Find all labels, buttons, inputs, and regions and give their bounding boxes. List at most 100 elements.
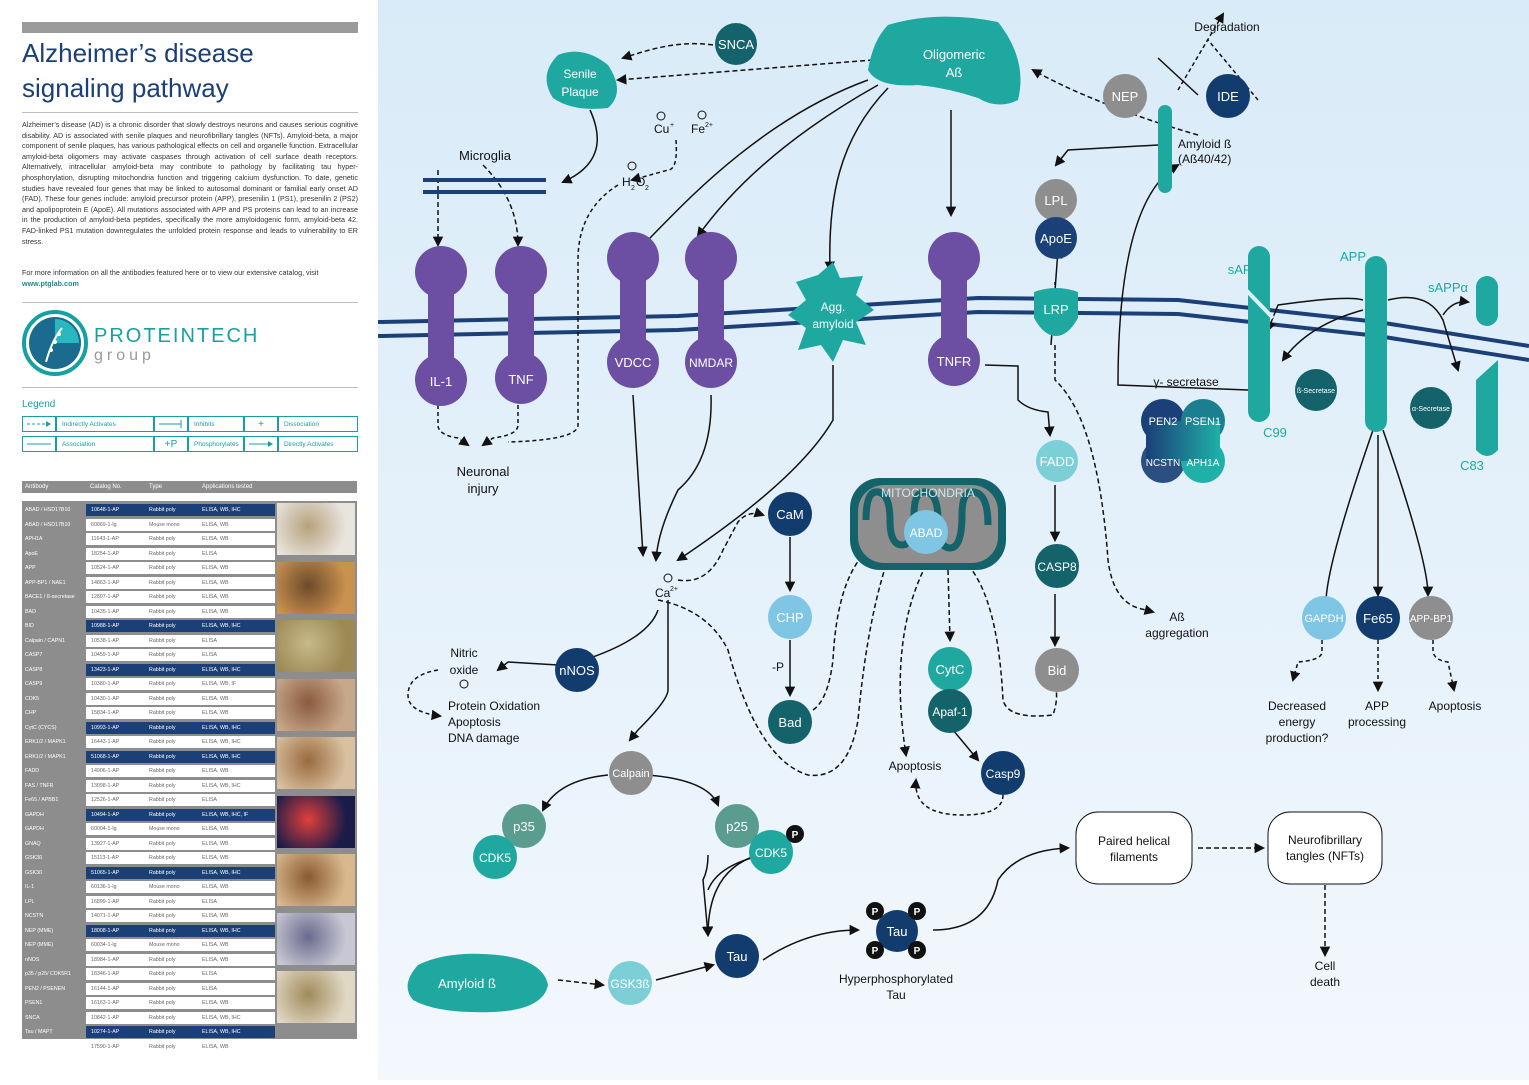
table-cell: Rabbit poly	[149, 579, 176, 586]
ihc-image	[277, 971, 355, 1023]
node-bid[interactable]: Bid	[1035, 648, 1079, 692]
label-c99: C99	[1263, 425, 1287, 440]
row-background	[86, 765, 275, 777]
svg-text:ß-Secretase: ß-Secretase	[1297, 388, 1335, 395]
table-cell: Rabbit poly	[149, 666, 176, 673]
row-background	[86, 968, 275, 980]
node-p35-cdk5[interactable]: p35 CDK5	[473, 804, 546, 879]
node-paired-helical-filaments[interactable]: Paired helical filaments	[1075, 811, 1193, 885]
label-sappa: sAPPα	[1428, 280, 1469, 295]
node-app-bp1[interactable]: APP-BP1	[1409, 596, 1453, 640]
table-cell: ABAD / HSD17B10	[25, 507, 71, 513]
node-fadd[interactable]: FADD	[1036, 440, 1078, 482]
label-ab-aggregation-1: Aß	[1169, 610, 1184, 624]
website-link[interactable]: www.ptglab.com	[22, 278, 79, 288]
svg-text:2: 2	[645, 185, 649, 192]
node-fe65[interactable]: Fe65	[1356, 596, 1400, 640]
ihc-image	[277, 503, 355, 555]
node-apoe[interactable]: ApoE	[1035, 217, 1077, 259]
table-cell: 16144-1-AP	[91, 985, 120, 992]
receptor-tnf[interactable]: TNF	[495, 246, 547, 404]
svg-text:Senile: Senile	[563, 67, 597, 81]
table-cell: Rabbit poly	[149, 1014, 176, 1021]
legend-inhibits: Inhibits	[188, 416, 244, 432]
node-apaf1[interactable]: Apaf-1	[928, 689, 972, 733]
table-cell: ELISA, WB, IHC	[202, 782, 241, 789]
node-tau[interactable]: Tau	[715, 934, 759, 978]
node-lpl[interactable]: LPL	[1035, 179, 1077, 221]
table-cell: ELISA, WB, IHC	[202, 739, 241, 745]
receptor-tnfr[interactable]: TNFR	[928, 232, 980, 386]
node-nfts[interactable]: Neurofibrillary tangles (NFTs)	[1267, 811, 1383, 885]
svg-text:H: H	[622, 175, 631, 189]
table-cell: Rabbit poly	[149, 681, 176, 687]
node-abad[interactable]: ABAD	[904, 510, 948, 554]
node-nnos[interactable]: nNOS	[555, 648, 599, 692]
node-b-secretase[interactable]: ß-Secretase	[1295, 369, 1337, 411]
node-casp8[interactable]: CASP8	[1035, 544, 1079, 588]
row-background	[86, 721, 275, 734]
svg-text:Ca: Ca	[655, 586, 671, 600]
node-cam[interactable]: CaM	[768, 492, 812, 536]
node-gapdh[interactable]: GAPDH	[1302, 596, 1346, 640]
indirect-arrow-icon	[22, 416, 56, 432]
node-casp9[interactable]: Casp9	[981, 751, 1025, 795]
node-senile-plaque[interactable]: Senile Plaque	[546, 51, 617, 109]
receptor-vdcc[interactable]: VDCC	[607, 232, 659, 388]
node-nep[interactable]: NEP	[1103, 74, 1147, 118]
svg-text:CASP8: CASP8	[1037, 560, 1077, 574]
ihc-image	[277, 620, 355, 672]
node-chp[interactable]: CHP	[768, 595, 812, 639]
table-cell: ELISA, WB, IHC	[202, 623, 241, 629]
svg-text:Oligomeric: Oligomeric	[923, 47, 986, 62]
node-snca[interactable]: SNCA	[715, 23, 757, 65]
row-background	[86, 895, 275, 908]
node-agg-amyloid[interactable]: Agg. amyloid	[788, 262, 874, 362]
table-cell: NEP (MME)	[25, 927, 54, 934]
node-gsk3b[interactable]: GSK3ß	[608, 961, 652, 1005]
node-app[interactable]	[1365, 256, 1387, 432]
node-c99[interactable]	[1244, 246, 1275, 422]
receptor-il1[interactable]: IL-1	[415, 246, 467, 406]
table-cell: Mouse mono	[149, 884, 180, 890]
node-p25-cdk5[interactable]: p25 CDK5 P	[715, 804, 804, 874]
row-background	[86, 591, 275, 603]
node-amyloid-b[interactable]: Amyloid ß (Aß40/42)	[1158, 105, 1231, 193]
row-background	[86, 750, 275, 763]
node-cytc[interactable]: CytC	[928, 647, 972, 691]
proteintech-logo: PROTEINTECH group	[22, 310, 358, 380]
receptor-nmdar[interactable]: NMDAR	[685, 232, 737, 388]
table-cell: PSEN1	[25, 1000, 43, 1006]
svg-text:O: O	[636, 175, 645, 189]
table-cell: ELISA	[202, 985, 218, 992]
svg-text:FADD: FADD	[1040, 454, 1075, 469]
node-gamma-secretase-complex[interactable]: PEN2 PSEN1 NCSTN APH1A	[1141, 399, 1225, 483]
table-cell: Rabbit poly	[149, 637, 176, 644]
table-cell: Rabbit poly	[149, 565, 176, 571]
node-hyperphosphorylated-tau[interactable]: Tau P P P P	[866, 902, 926, 959]
table-cell: ELISA	[202, 898, 218, 905]
svg-text:Casp9: Casp9	[986, 767, 1021, 781]
node-calpain[interactable]: Calpain	[609, 751, 653, 795]
node-ide[interactable]: IDE	[1206, 74, 1250, 118]
table-cell: 10538-1-AP	[91, 637, 120, 644]
node-bad[interactable]: Bad	[768, 700, 812, 744]
node-amyloid-b-bottom[interactable]: Amyloid ß	[407, 953, 548, 1013]
node-lrp[interactable]: LRP	[1034, 288, 1078, 336]
table-cell: ELISA	[202, 652, 218, 658]
svg-text:+: +	[670, 122, 674, 129]
label-gamma-secretase: γ- secretase	[1153, 375, 1219, 389]
node-oligomeric-ab[interactable]: Oligomeric Aß	[868, 16, 1021, 105]
table-cell: TNF	[25, 1043, 36, 1050]
row-background	[86, 736, 275, 748]
node-a-secretase[interactable]: α-Secretase	[1410, 387, 1452, 429]
legend-direct: Directly Activates	[278, 436, 358, 452]
svg-text:Plaque: Plaque	[561, 85, 599, 99]
row-background	[86, 881, 275, 893]
svg-text:Agg.: Agg.	[821, 300, 846, 314]
table-cell: Rabbit poly	[149, 913, 176, 919]
node-c83[interactable]	[1476, 276, 1498, 456]
